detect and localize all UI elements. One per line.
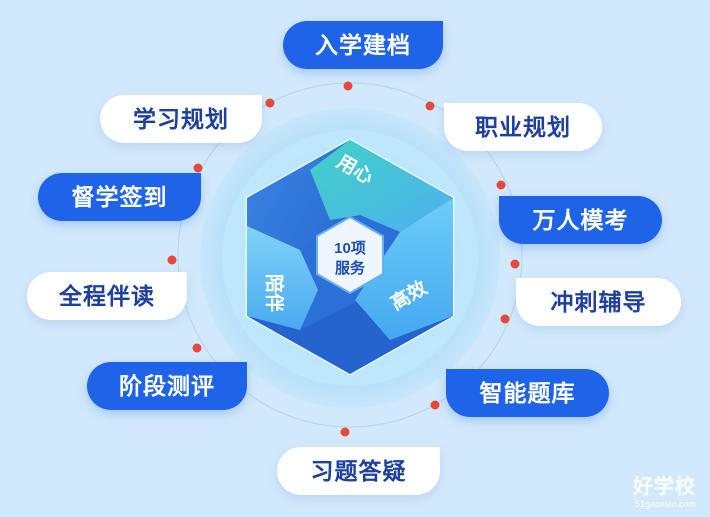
service-enrollment-file[interactable]: 入学建档 xyxy=(283,21,443,69)
service-sprint-tutoring[interactable]: 冲刺辅导 xyxy=(516,278,681,326)
orbit-dot xyxy=(265,98,275,108)
service-mock-exam[interactable]: 万人模考 xyxy=(499,196,662,244)
center-count-label: 10项 xyxy=(334,240,366,257)
orbit-dot xyxy=(192,343,202,353)
service-qa[interactable]: 习题答疑 xyxy=(277,447,440,495)
orbit-dot xyxy=(193,163,203,173)
blade-label-left: 陪伴 xyxy=(263,274,286,312)
orbit-dot xyxy=(496,180,506,190)
service-study-planning[interactable]: 学习规划 xyxy=(100,95,262,143)
service-stage-assessment[interactable]: 阶段测评 xyxy=(87,362,247,410)
orbit-dot xyxy=(510,259,520,269)
center-service-label: 服务 xyxy=(335,259,366,277)
blade-top xyxy=(310,140,453,232)
watermark-brand: 好学校 xyxy=(633,476,696,498)
orbit-dot xyxy=(343,81,353,91)
center-hexagon xyxy=(316,215,384,295)
orbit-dot xyxy=(167,255,177,265)
service-reading-companion[interactable]: 全程伴读 xyxy=(27,272,187,320)
blade-left xyxy=(247,226,318,330)
orbit-dot xyxy=(425,101,435,111)
orbit-dot xyxy=(500,314,510,324)
orbit-dot xyxy=(430,400,440,410)
watermark-logo: 好学校 51gaoxiao.com xyxy=(633,470,696,509)
orbit-dot xyxy=(340,427,350,437)
service-career-planning[interactable]: 职业规划 xyxy=(444,103,602,151)
orbit-dots xyxy=(167,81,520,437)
watermark-url: 51gaoxiao.com xyxy=(634,499,696,509)
blade-right xyxy=(355,198,453,340)
service-question-bank[interactable]: 智能题库 xyxy=(446,369,609,417)
service-study-checkin[interactable]: 督学签到 xyxy=(38,173,201,221)
